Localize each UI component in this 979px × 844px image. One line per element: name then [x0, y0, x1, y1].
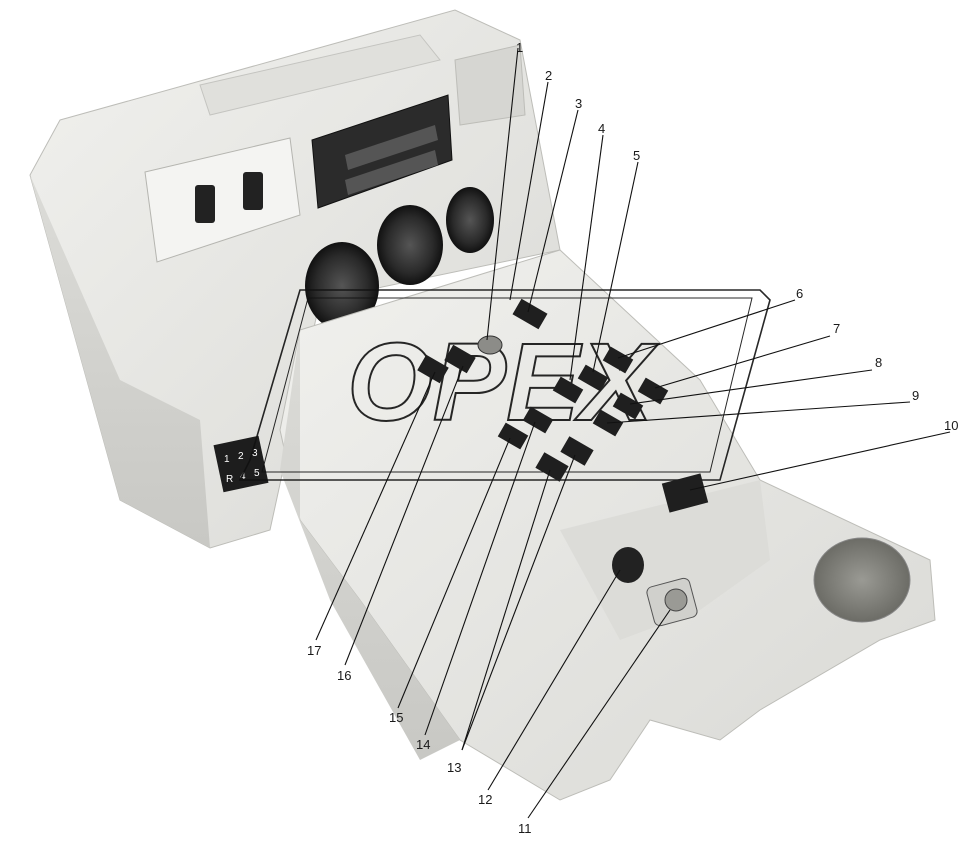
- gear-1: 1: [224, 454, 230, 465]
- center-console: [279, 249, 936, 801]
- switch-6[interactable]: [602, 346, 634, 374]
- rocker-switch-left[interactable]: [195, 185, 215, 223]
- switch-17[interactable]: [417, 354, 449, 384]
- heater-control-panel: [311, 94, 453, 209]
- console-switches: [417, 298, 709, 627]
- gear-2: 2: [238, 451, 244, 462]
- rotary-switch-12[interactable]: [612, 547, 644, 583]
- cup-holder: [813, 537, 911, 623]
- callout-numbers: 1 2 3 4 5 6 7 8 9 10 11 12 13 14 15 16 1…: [307, 40, 958, 836]
- switch-13b[interactable]: [560, 436, 594, 466]
- gear-shift-pattern-label: 1 2 3 R 4 5: [213, 435, 269, 493]
- gear-3: 3: [252, 448, 258, 459]
- callout-13: 13: [447, 760, 461, 775]
- gear-4: 4: [240, 471, 246, 482]
- switch-16[interactable]: [444, 344, 476, 374]
- callout-9: 9: [912, 388, 919, 403]
- callout-17: 17: [307, 643, 321, 658]
- callout-7: 7: [833, 321, 840, 336]
- callout-11: 11: [518, 821, 532, 836]
- switch-4[interactable]: [552, 376, 584, 404]
- rocker-switch-right[interactable]: [243, 172, 263, 210]
- callout-5: 5: [633, 148, 640, 163]
- callout-16: 16: [337, 668, 351, 683]
- leader-lines: [315, 47, 951, 819]
- callout-8: 8: [875, 355, 882, 370]
- callout-2: 2: [545, 68, 552, 83]
- callout-4: 4: [598, 121, 605, 136]
- switch-15[interactable]: [497, 422, 529, 450]
- callout-14: 14: [416, 737, 430, 752]
- callout-3: 3: [575, 96, 582, 111]
- callout-10: 10: [944, 418, 958, 433]
- air-vent-left[interactable]: [305, 242, 379, 330]
- switch-2[interactable]: [512, 298, 548, 330]
- switch-plate: [144, 137, 301, 263]
- callout-6: 6: [796, 286, 803, 301]
- gear-r: R: [226, 474, 233, 485]
- air-vent-right[interactable]: [446, 187, 494, 253]
- callout-15: 15: [389, 710, 403, 725]
- air-vents: [305, 187, 494, 330]
- callout-1: 1: [516, 40, 523, 55]
- switch-5[interactable]: [577, 364, 609, 392]
- warning-button[interactable]: [477, 335, 503, 355]
- switch-7[interactable]: [637, 377, 669, 405]
- switch-14[interactable]: [522, 406, 554, 434]
- switch-8[interactable]: [612, 392, 644, 420]
- air-vent-middle[interactable]: [377, 205, 443, 285]
- callout-12: 12: [478, 792, 492, 807]
- display-unit-10: [661, 473, 709, 513]
- switch-13a[interactable]: [535, 452, 569, 482]
- gear-5: 5: [254, 468, 260, 479]
